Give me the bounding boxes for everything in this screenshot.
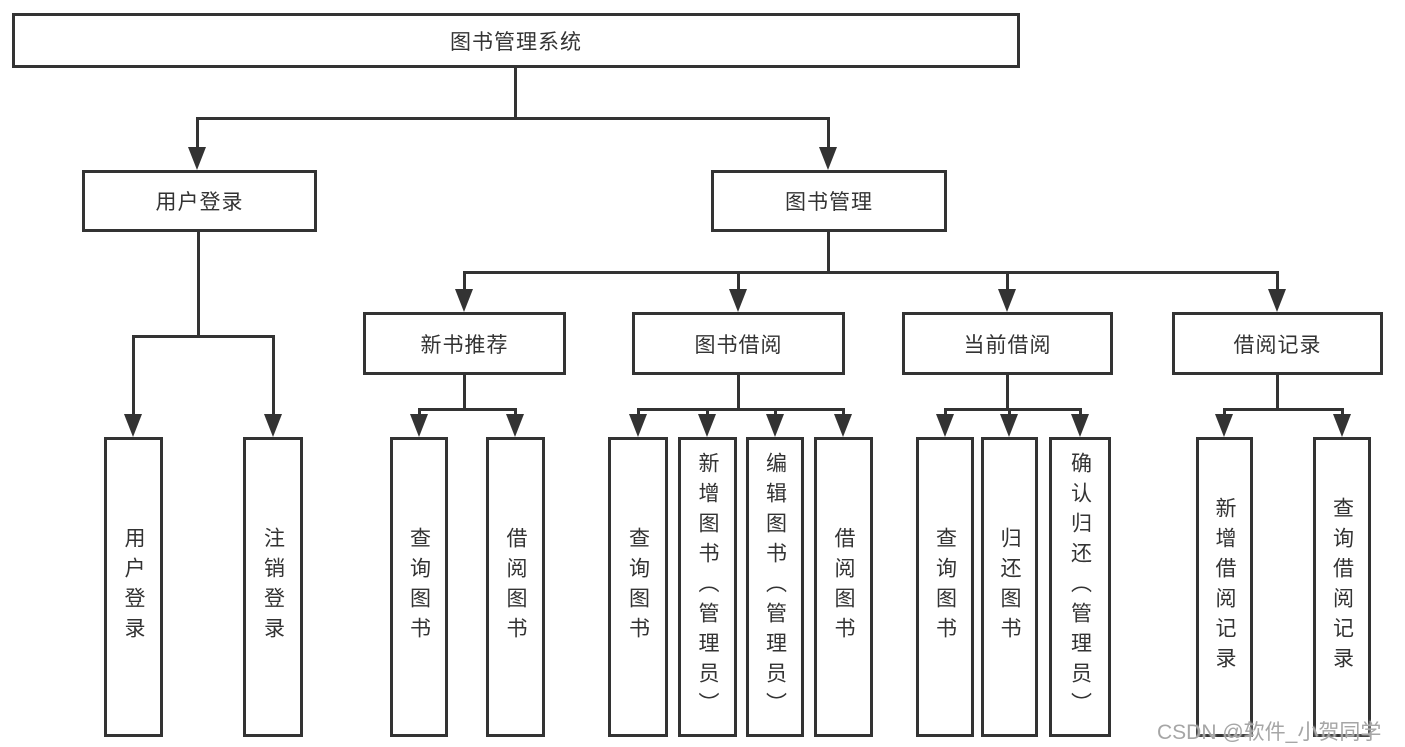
- arrowhead-down-icon: [1215, 414, 1233, 437]
- arrowhead-down-icon: [629, 414, 647, 437]
- arrowhead-down-icon: [455, 289, 473, 312]
- node-borrow-records: 借阅记录: [1172, 312, 1383, 375]
- arrowhead-down-icon: [698, 414, 716, 437]
- leaf-edit-book-admin-label: 编辑图书（管理员）: [763, 452, 787, 722]
- connector-drop: [774, 408, 777, 416]
- leaf-edit-book-admin: 编辑图书（管理员）: [746, 437, 804, 737]
- leaf-query-books-recommend: 查询图书: [390, 437, 448, 737]
- node-book-management-label: 图书管理: [785, 191, 873, 214]
- connector-drop: [1079, 408, 1082, 416]
- leaf-user-login-label: 用户登录: [122, 527, 146, 647]
- leaf-return-book: 归还图书: [981, 437, 1038, 737]
- leaf-query-books-current: 查询图书: [916, 437, 974, 737]
- leaf-borrow-books-recommend: 借阅图书: [486, 437, 545, 737]
- connector-records-stem: [1276, 375, 1279, 411]
- node-current-borrow-label: 当前借阅: [963, 333, 1052, 357]
- node-book-management: 图书管理: [711, 170, 947, 232]
- connector-borrow-branch: [637, 408, 845, 411]
- connector-user-login-branch: [132, 335, 274, 338]
- connector-recommend-branch: [418, 408, 517, 411]
- connector-borrow-stem: [737, 375, 740, 411]
- node-new-book-recommend: 新书推荐: [363, 312, 566, 375]
- node-user-login: 用户登录: [82, 170, 317, 232]
- leaf-query-books-recommend-label: 查询图书: [407, 527, 431, 647]
- leaf-borrow-books-borrow: 借阅图书: [814, 437, 873, 737]
- arrowhead-down-icon: [766, 414, 784, 437]
- connector-records-branch: [1223, 408, 1344, 411]
- connector-drop: [132, 335, 135, 416]
- node-book-borrow: 图书借阅: [632, 312, 845, 375]
- connector-book-mgmt-branch: [463, 271, 1279, 274]
- connector-root-branch: [197, 117, 830, 120]
- arrowhead-down-icon: [124, 414, 142, 437]
- arrowhead-down-icon: [936, 414, 954, 437]
- leaf-confirm-return-admin: 确认归还（管理员）: [1049, 437, 1111, 737]
- arrowhead-down-icon: [834, 414, 852, 437]
- node-current-borrow: 当前借阅: [902, 312, 1113, 375]
- arrowhead-down-icon: [264, 414, 282, 437]
- connector-drop: [842, 408, 845, 416]
- arrowhead-down-icon: [1333, 414, 1351, 437]
- arrowhead-down-icon: [188, 147, 206, 170]
- connector-root-stem: [514, 68, 517, 120]
- leaf-return-book-label: 归还图书: [998, 527, 1022, 647]
- arrowhead-down-icon: [1071, 414, 1089, 437]
- connector-drop: [418, 408, 421, 416]
- arrowhead-down-icon: [819, 147, 837, 170]
- connector-drop: [637, 408, 640, 416]
- connector-drop: [944, 408, 947, 416]
- arrowhead-down-icon: [729, 289, 747, 312]
- leaf-logout: 注销登录: [243, 437, 303, 737]
- node-new-book-recommend-label: 新书推荐: [420, 333, 509, 357]
- leaf-user-login: 用户登录: [104, 437, 163, 737]
- node-user-login-label: 用户登录: [155, 191, 244, 214]
- node-root: 图书管理系统: [12, 13, 1020, 68]
- leaf-logout-label: 注销登录: [261, 527, 285, 647]
- connector-drop: [1006, 271, 1009, 291]
- leaf-query-books-borrow: 查询图书: [608, 437, 668, 737]
- connector-book-mgmt-stem: [827, 232, 830, 274]
- connector-drop: [1276, 271, 1279, 291]
- node-book-borrow-label: 图书借阅: [694, 333, 783, 357]
- leaf-add-book-admin: 新增图书（管理员）: [678, 437, 737, 737]
- connector-user-login-stem: [197, 232, 200, 338]
- connector-drop: [1223, 408, 1226, 416]
- leaf-borrow-books-borrow-label: 借阅图书: [832, 527, 856, 647]
- connector-current-stem: [1006, 375, 1009, 411]
- connector-drop: [706, 408, 709, 416]
- leaf-add-book-admin-label: 新增图书（管理员）: [696, 452, 720, 722]
- leaf-query-books-current-label: 查询图书: [933, 527, 957, 647]
- node-root-label: 图书管理系统: [450, 30, 582, 54]
- connector-current-branch: [944, 408, 1082, 411]
- csdn-watermark: CSDN @软件_小贺同学: [1157, 721, 1382, 744]
- connector-drop: [514, 408, 517, 416]
- connector-drop: [196, 117, 199, 148]
- connector-drop: [827, 117, 830, 148]
- connector-drop: [1341, 408, 1344, 416]
- arrowhead-down-icon: [506, 414, 524, 437]
- arrowhead-down-icon: [1000, 414, 1018, 437]
- arrowhead-down-icon: [998, 289, 1016, 312]
- leaf-confirm-return-admin-label: 确认归还（管理员）: [1068, 452, 1092, 722]
- arrowhead-down-icon: [1268, 289, 1286, 312]
- node-borrow-records-label: 借阅记录: [1233, 333, 1322, 357]
- leaf-add-borrow-record: 新增借阅记录: [1196, 437, 1253, 737]
- connector-recommend-stem: [463, 375, 466, 411]
- connector-drop: [737, 271, 740, 291]
- leaf-query-books-borrow-label: 查询图书: [626, 527, 650, 647]
- leaf-borrow-books-recommend-label: 借阅图书: [504, 527, 528, 647]
- connector-drop: [1008, 408, 1011, 416]
- connector-drop: [272, 335, 275, 416]
- connector-drop: [463, 271, 466, 291]
- leaf-query-borrow-record: 查询借阅记录: [1313, 437, 1371, 737]
- leaf-add-borrow-record-label: 新增借阅记录: [1213, 497, 1237, 677]
- leaf-query-borrow-record-label: 查询借阅记录: [1330, 497, 1354, 677]
- arrowhead-down-icon: [410, 414, 428, 437]
